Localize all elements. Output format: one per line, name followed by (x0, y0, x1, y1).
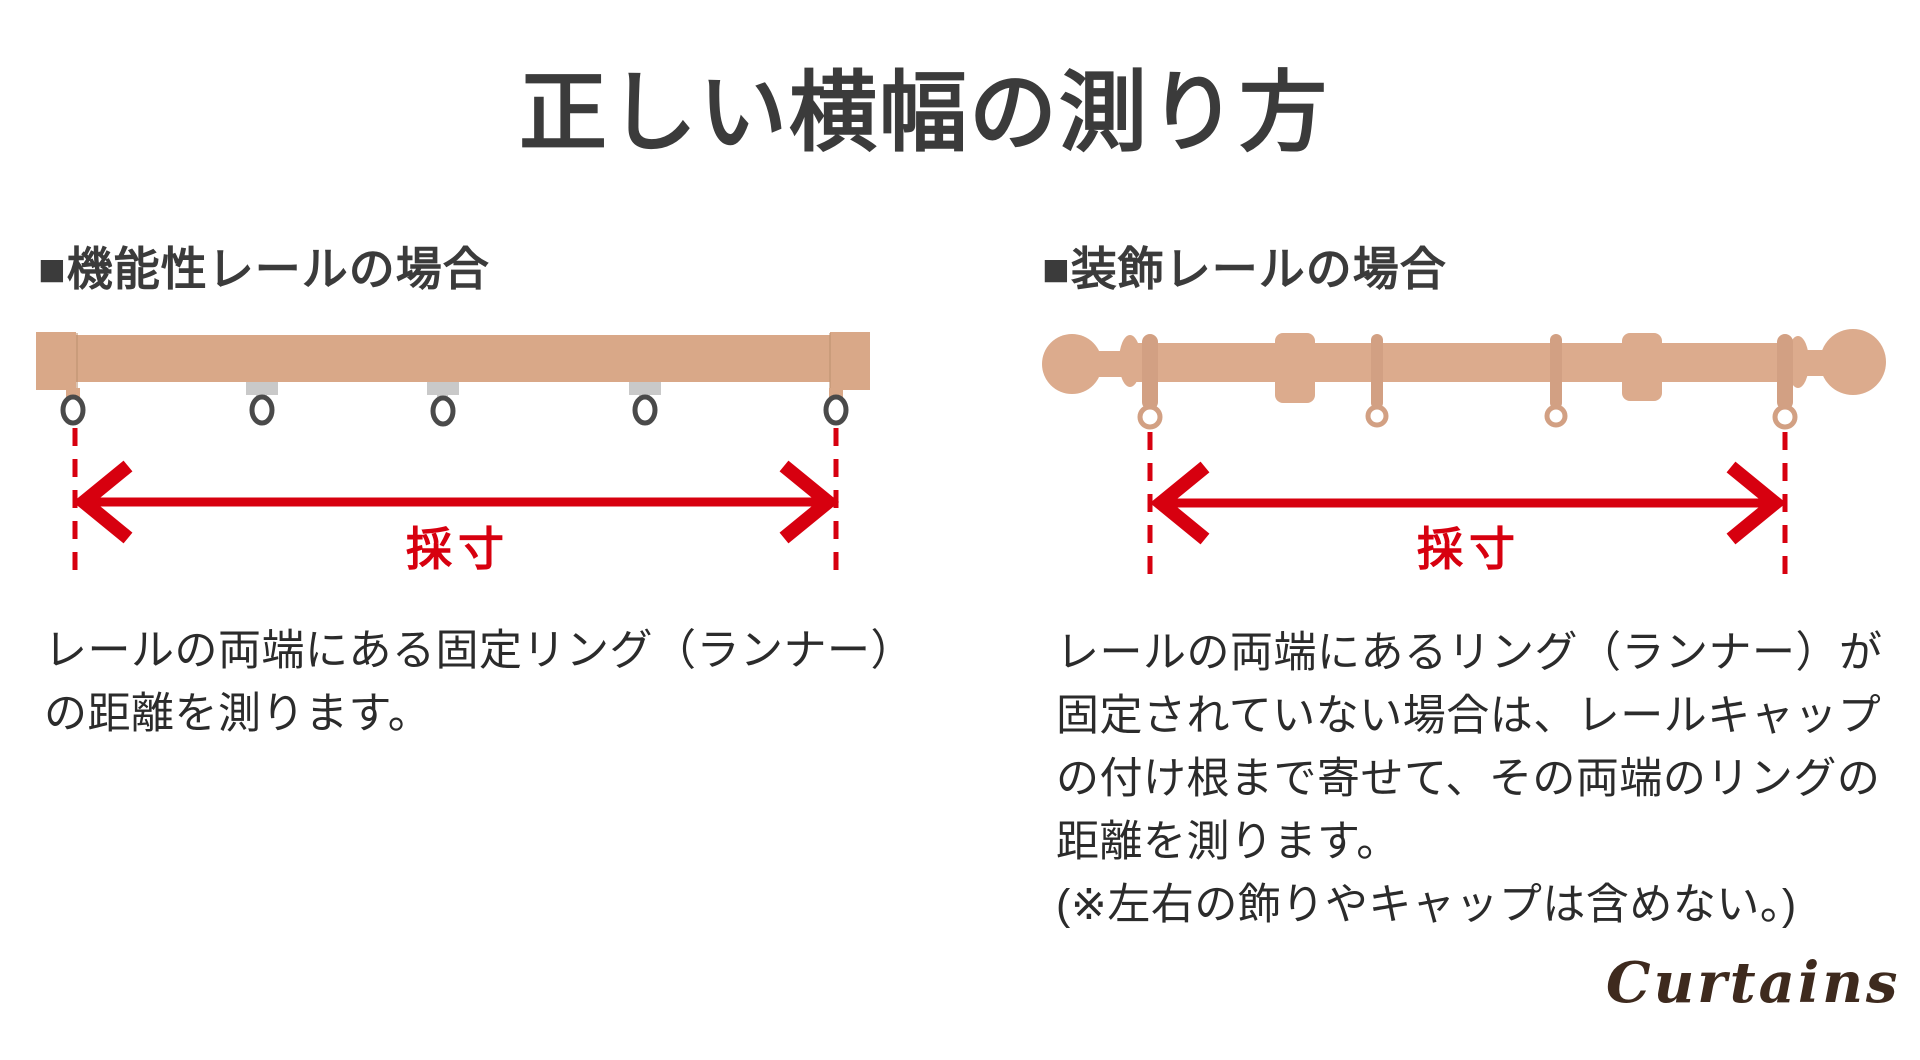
decorative-rail-diagram (1042, 329, 1886, 580)
rod-body (1128, 343, 1788, 382)
caption-line: 距離を測ります。 (1056, 818, 1400, 866)
caption-line: 固定されていない場合は、レールキャップ (1056, 692, 1882, 740)
runner-ring-icon (249, 394, 275, 426)
caption-line: (※左右の飾りやキャップは含めない。) (1056, 881, 1797, 929)
rod-ring-icon (1772, 404, 1798, 430)
functional-rail-heading: ■機能性レールの場合 (38, 243, 490, 295)
ring-hanger (1371, 334, 1383, 409)
runner-ring-icon (632, 394, 658, 426)
caption-line: の付け根まで寄せて、その両端のリングの (1056, 755, 1881, 803)
caption-line: の距離を測ります。 (44, 690, 432, 738)
rail-right-end-cap (830, 332, 870, 390)
curtains-logo: Curtains (1606, 950, 1901, 1016)
rod-bracket (1622, 333, 1662, 401)
end-ring-holder-right (1777, 334, 1793, 410)
functional-rail-caption: レールの両端にある固定リング（ランナー） の距離を測ります。 (44, 620, 944, 746)
rod-bracket (1275, 333, 1315, 403)
measure-label: 採寸 (1417, 523, 1521, 575)
rod-ring-icon (1365, 404, 1389, 428)
rail-body (40, 335, 868, 382)
caption-line: レールの両端にあるリング（ランナー）が (1056, 629, 1883, 677)
decorative-rail-heading: ■装飾レールの場合 (1042, 243, 1447, 295)
ring-hanger (1550, 334, 1562, 409)
runner-ring-icon (60, 394, 86, 426)
measure-label: 採寸 (406, 523, 510, 575)
right-finial-ball (1820, 329, 1886, 395)
measure-arrow (72, 460, 840, 544)
decorative-rail-caption: レールの両端にあるリング（ランナー）が 固定されていない場合は、レールキャップ … (1056, 622, 1920, 937)
runner-ring-icon (430, 395, 456, 427)
rod-ring-icon (1544, 404, 1568, 428)
left-finial-ball (1042, 334, 1102, 394)
measure-arrow (1149, 461, 1787, 545)
page-title: 正しい横幅の測り方 (518, 63, 1329, 162)
runner-ring-icon (823, 394, 849, 426)
rail-left-end-cap (36, 332, 76, 390)
left-finial-neck (1119, 335, 1141, 387)
end-ring-holder-left (1142, 334, 1158, 410)
functional-rail-diagram (36, 332, 870, 578)
caption-line: レールの両端にある固定リング（ランナー） (44, 627, 914, 675)
rod-ring-icon (1137, 404, 1163, 430)
